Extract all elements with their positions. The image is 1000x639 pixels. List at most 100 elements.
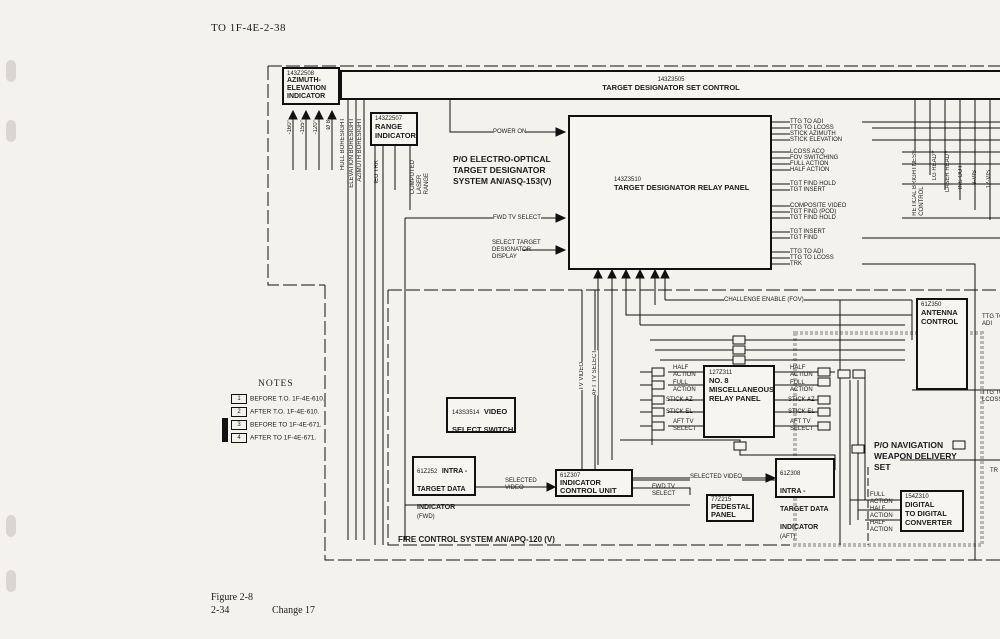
eo-system-title: P/O ELECTRO-OPTICAL TARGET DESIGNATOR SY… [453, 154, 552, 186]
box-id: 143Z2508 [287, 71, 315, 77]
relay-signal-label: TGT INSERT [790, 229, 826, 235]
relay-signal-label: TGT FIND [790, 235, 818, 241]
digital-to-digital-converter: 154Z310 DIGITAL TO DIGITAL CONVERTER [900, 490, 964, 532]
nav-input-label: HALF ACTION [870, 520, 893, 533]
12-vis-label: 12-VIS [986, 170, 992, 189]
az-tick-label: -160° [287, 120, 293, 135]
indicator-control-unit: 61Z307 INDICATOR CONTROL UNIT [555, 469, 633, 497]
note-bar [222, 418, 228, 442]
9-vis-label: 9-VIS [972, 170, 978, 186]
box-id: 61Z252 [417, 469, 438, 475]
right-edge-label: TR [990, 468, 998, 474]
target-designator-set-control: 143Z3505 TARGET DESIGNATOR SET CONTROL [340, 70, 1000, 100]
box-title: TARGET DESIGNATOR RELAY PANEL [614, 183, 750, 192]
box-title: VIDEO SELECT SWITCH [452, 407, 514, 434]
box-id: 143S3514 [452, 410, 480, 416]
note-text: AFTER T.O. 1F-4E-610. [250, 408, 320, 416]
select-target-designator-label: SELECT TARGET DESIGNATOR DISPLAY [492, 240, 541, 260]
pedestal-panel: 77Z215 PEDESTAL PANEL [706, 494, 754, 522]
figure-number: Figure 2-8 [211, 592, 253, 603]
box-title: INDICATOR CONTROL UNIT [560, 478, 617, 495]
misc-right-label: HALF ACTION [790, 365, 813, 378]
box-title: TARGET DESIGNATOR SET CONTROL [602, 83, 740, 92]
relay-signal-label: TTG TO LCOSS [790, 255, 834, 261]
right-edge-label: TTG TO LCOSS [982, 390, 1000, 403]
az-tick-label: Ø 8 [326, 120, 332, 130]
relay-signal-label: TRK [790, 261, 802, 267]
misc-right-label: FULL ACTION [790, 380, 813, 393]
lg-ready-label: LG READY [932, 150, 938, 181]
box-id: 61Z308 [780, 471, 801, 477]
relay-signal-label: TGT FIND HOLD [790, 215, 836, 221]
relay-signal-label: STICK AZIMUTH [790, 131, 836, 137]
azimuth-elevation-indicator: 143Z2508 AZIMUTH- ELEVATION INDICATOR [282, 67, 340, 105]
binder-hole [6, 60, 16, 82]
box-title: NO. 8 MISCELLANEOUS RELAY PANEL [709, 376, 775, 403]
relay-signal-label: COMPOSITE VIDEO [790, 203, 847, 209]
box-title: DIGITAL TO DIGITAL CONVERTER [905, 500, 953, 527]
relay-signal-label: LCOSS ACQ [790, 149, 825, 155]
retical-brightness-label: RETICAL BRIGHTNESS CONTROL [912, 150, 925, 216]
misc-left-label: HALF ACTION [673, 365, 696, 378]
binder-hole [6, 570, 16, 592]
box-id: 61Z350 [921, 302, 942, 308]
doc-id: TO 1F-4E-2-38 [211, 22, 287, 34]
relay-signal-label: TTG TO LCOSS [790, 125, 834, 131]
box-id: 127Z311 [709, 370, 733, 376]
target-designator-relay-panel: 143Z3510 TARGET DESIGNATOR RELAY PANEL [568, 115, 772, 270]
antenna-control: 61Z350 ANTENNA CONTROL [916, 298, 968, 390]
hull-boresight-label: HULL BORESIGHT [340, 118, 346, 171]
binder-hole [6, 120, 16, 142]
relay-signal-label: FULL ACTION [790, 161, 829, 167]
misc-left-label: STICK AZ [666, 397, 693, 403]
note-text: BEFORE TO 1F-4E-671. [250, 421, 322, 429]
az-tick-label: -120° [313, 120, 319, 135]
note-tag: 2 [231, 407, 247, 417]
box-id: 143Z2507 [375, 116, 403, 122]
box-id: 154Z310 [905, 494, 929, 500]
fwd-tv-select-label: FWD TV SELECT [493, 215, 541, 222]
relay-signal-label: FOV SWITCHING [790, 155, 839, 161]
relay-signal-label: STICK ELEVATION [790, 137, 843, 143]
aft-tv-select-label: AFT TV SELECT [592, 350, 598, 396]
selected-video-label: SELECTED VIDEO [505, 478, 537, 491]
target-data-indicator-aft: 61Z308 INTRA - TARGET DATA INDICATOR (AF… [775, 458, 835, 540]
misc-right-label: STICK EL [788, 409, 815, 415]
box-subtitle: (AFT) [780, 534, 796, 540]
note-text: AFTER TO 1F-4E-671. [250, 434, 317, 442]
box-subtitle: (FWD) [417, 514, 435, 520]
selected-video-label: SELECTED VIDEO [690, 474, 743, 481]
nav-input-label: FULL ACTION [870, 492, 893, 505]
note-tag: 1 [231, 394, 247, 404]
box-title: PEDESTAL PANEL [711, 502, 751, 519]
relay-signal-label: TTG TO ADI [790, 249, 824, 255]
relay-signal-label: TGT FIND (POD) [790, 209, 837, 215]
right-edge-label: TTG TO ADI [982, 314, 1000, 327]
box-id: 143Z3505 [657, 77, 685, 83]
misc-right-label: STICK AZ [788, 397, 815, 403]
target-data-indicator-fwd: 61Z252 INTRA - TARGET DATA INDICATOR (FW… [412, 456, 476, 520]
misc-left-label: FULL ACTION [673, 380, 696, 393]
note-text: BEFORE T.O. 1F-4E-610. [250, 395, 325, 403]
miscellaneous-relay-panel: 127Z311 NO. 8 MISCELLANEOUS RELAY PANEL [703, 365, 775, 438]
misc-left-label: AFT TV SELECT [673, 419, 697, 432]
box-id: 143Z3510 [614, 177, 642, 183]
box-id: 77Z215 [711, 497, 732, 503]
box-title: AZIMUTH- ELEVATION INDICATOR [287, 77, 327, 100]
fire-control-system-title: FIRE CONTROL SYSTEM AN/APQ-120 (V) [398, 535, 555, 544]
box-id: 61Z307 [560, 473, 581, 479]
relay-signal-label: TGT INSERT [790, 187, 826, 193]
note-tag: 4 [231, 433, 247, 443]
power-on-label: POWER ON [493, 129, 527, 136]
change-number: Change 17 [272, 605, 316, 616]
azimuth-boresight-label: AZIMUTH BORESIGHT [357, 118, 363, 182]
binder-hole [6, 515, 16, 537]
relay-signal-label: HALF ACTION [790, 167, 830, 173]
az-tick-label: -155° [300, 120, 306, 135]
fwd-tv-select-label: FWD TV SELECT [652, 484, 676, 497]
box-title: INTRA - TARGET DATA INDICATOR [417, 468, 468, 511]
